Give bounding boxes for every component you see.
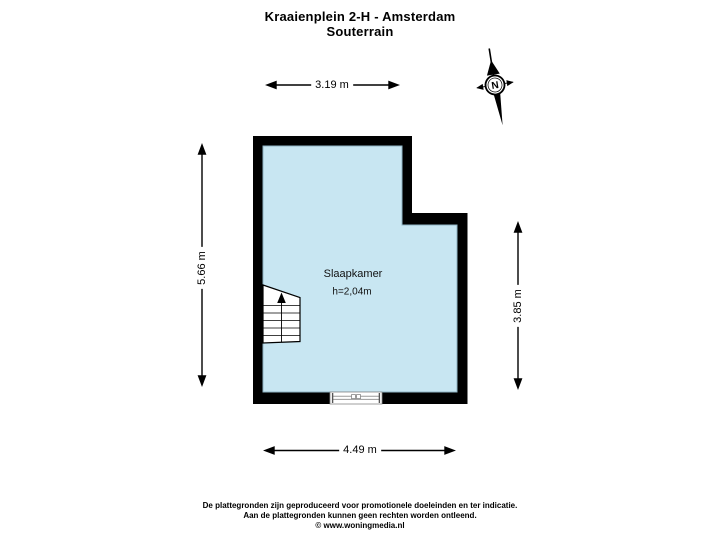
compass-north-label: N [491, 80, 500, 92]
page-subtitle: Souterrain [326, 24, 394, 39]
window-symbol [329, 391, 383, 405]
staircase [262, 284, 301, 344]
room-area-slaapkamer [262, 145, 458, 393]
footer-disclaimer-line2: Aan de plattegronden kunnen geen rechten… [243, 511, 477, 520]
dimension-label-bottom: 4.49 m [339, 443, 381, 457]
footer-disclaimer-line1: De plattegronden zijn geproduceerd voor … [202, 501, 518, 510]
room-name-label: Slaapkamer [323, 268, 383, 280]
staircase-up-arrow-icon [277, 292, 286, 303]
dimension-label-left: 5.66 m [195, 247, 209, 289]
dimension-label-right: 3.85 m [511, 285, 525, 327]
compass-rose-icon: N [476, 48, 514, 126]
footer-copyright: © www.woningmedia.nl [315, 521, 405, 530]
dimension-label-top: 3.19 m [311, 78, 353, 92]
page-title: Kraaienplein 2-H - Amsterdam [264, 9, 456, 24]
room-height-label: h=2,04m [332, 286, 372, 298]
